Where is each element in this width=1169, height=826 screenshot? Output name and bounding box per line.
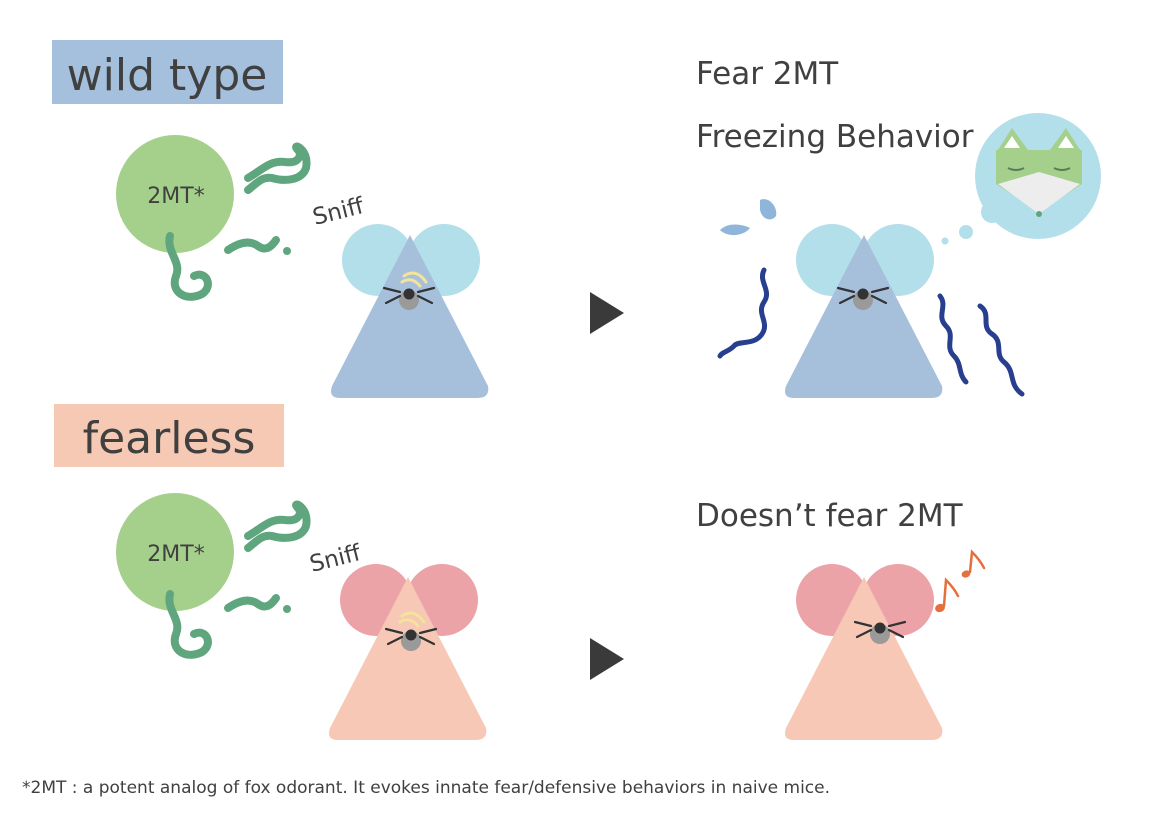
odor-wave-icon <box>228 240 276 250</box>
play-arrow-icon <box>590 292 624 334</box>
odor-wave-icon <box>248 505 307 548</box>
result-freezing-label: Freezing Behavior <box>696 119 974 155</box>
mouse-nose <box>875 623 886 634</box>
odor-source-bottom: 2MT* <box>116 493 307 655</box>
odor-source-top: 2MT* <box>116 135 307 297</box>
result-no-fear-label: Doesn’t fear 2MT <box>696 498 964 534</box>
play-arrow-icon <box>590 638 624 680</box>
sniff-label: Sniff <box>310 193 367 231</box>
mouse-fearless-sniffing <box>329 564 486 740</box>
odor-label: 2MT* <box>147 184 204 209</box>
mouse-wild-type-sniffing <box>331 224 488 398</box>
result-fear-label: Fear 2MT <box>696 56 839 92</box>
mouse-nose <box>858 289 869 300</box>
sweat-drop-icon <box>760 199 776 219</box>
thought-dot-small <box>942 238 949 245</box>
fearless-label-text: fearless <box>83 413 256 464</box>
wild-type-label: wild type <box>52 40 283 104</box>
music-note-icon <box>961 552 984 579</box>
odor-wave-icon <box>248 147 307 190</box>
odor-dot <box>283 247 291 255</box>
wild-type-label-text: wild type <box>67 50 268 101</box>
music-note-icon <box>934 580 958 613</box>
sweat-drop-icon <box>720 225 750 236</box>
odor-label: 2MT* <box>147 542 204 567</box>
thought-dot-medium <box>959 225 973 239</box>
mouse-nose <box>406 630 417 641</box>
mouse-fearless-calm <box>785 564 942 740</box>
odor-wave-icon <box>228 598 276 608</box>
mouse-wild-type-frozen <box>785 224 942 398</box>
odor-dot <box>283 605 291 613</box>
footnote: *2MT : a potent analog of fox odorant. I… <box>22 778 830 798</box>
mouse-nose <box>404 289 415 300</box>
fearless-label: fearless <box>54 404 284 467</box>
